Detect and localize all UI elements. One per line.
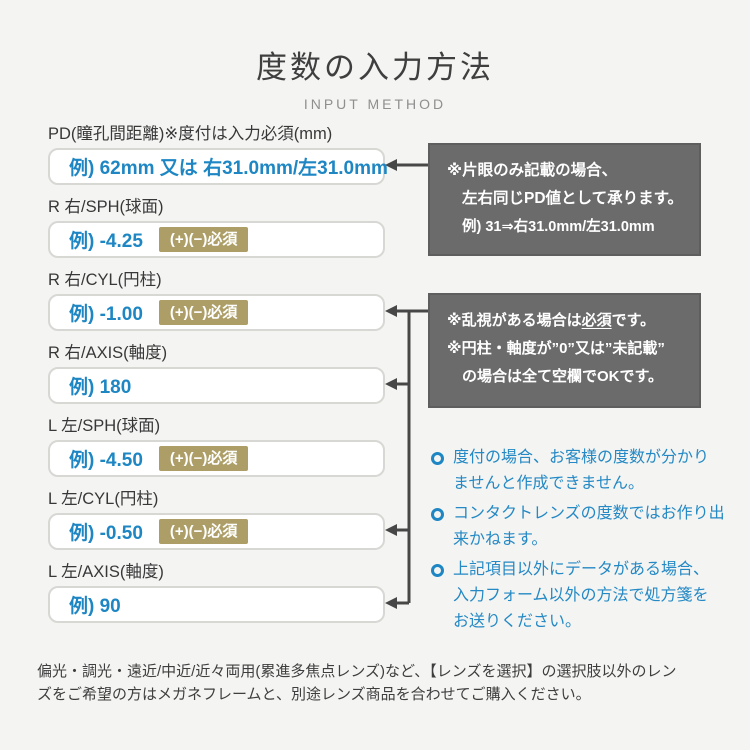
required-sign-badge: (+)(−)必須	[158, 446, 249, 471]
list-item: 度付の場合、お客様の度数が分かり ませんと作成できません。	[430, 445, 732, 497]
note-line: ※片眼のみ記載の場合、	[447, 162, 618, 179]
example-value: 例) -1.00	[69, 304, 143, 325]
note-line: ※円柱・軸度が”0”又は”未記載”	[447, 340, 665, 357]
example-input-box: 例) 180	[48, 367, 385, 404]
note-line: 例) 31⇒右31.0mm/左31.0mm	[462, 219, 655, 235]
example-input-box: 例) -1.00 (+)(−)必須	[48, 294, 385, 331]
note-box-cyl-axis: ※乱視がある場合は必須です。 ※円柱・軸度が”0”又は”未記載” の場合は全て空…	[428, 293, 701, 408]
example-input-box: 例) -0.50 (+)(−)必須	[48, 513, 385, 550]
example-input-box: 例) -4.50 (+)(−)必須	[48, 440, 385, 477]
note-line: 左右同じPD値として承ります。	[462, 190, 684, 207]
arrowhead-icon	[385, 305, 397, 317]
page-subtitle: INPUT METHOD	[303, 96, 447, 112]
example-input-box: 例) 90	[48, 586, 385, 623]
field-label: R 右/CYL(円柱)	[48, 271, 162, 289]
field-label: PD(瞳孔間距離)※度付は入力必須(mm)	[48, 125, 333, 143]
field-label: R 右/SPH(球面)	[48, 198, 164, 216]
required-sign-badge: (+)(−)必須	[158, 227, 249, 252]
form-row: R 右/AXIS(軸度) 例) 180	[48, 343, 385, 404]
field-label: L 左/AXIS(軸度)	[48, 563, 164, 581]
form-row: L 左/SPH(球面) 例) -4.50 (+)(−)必須	[48, 416, 385, 477]
form-row: R 右/CYL(円柱) 例) -1.00 (+)(−)必須	[48, 270, 385, 331]
field-label: L 左/SPH(球面)	[48, 417, 161, 435]
note-line: ※乱視がある場合は必須です。	[447, 312, 656, 329]
example-value: 例) 62mm 又は 右31.0mm/左31.0mm	[69, 158, 388, 179]
example-value: 例) 90	[69, 596, 121, 617]
underlined-text: 必須	[581, 312, 612, 329]
example-value: 例) -0.50	[69, 523, 143, 544]
field-label: L 左/CYL(円柱)	[48, 490, 159, 508]
required-sign-badge: (+)(−)必須	[158, 300, 249, 325]
header: 度数の入力方法 INPUT METHOD	[0, 42, 750, 112]
form-row: L 左/AXIS(軸度) 例) 90	[48, 562, 385, 623]
example-value: 例) 180	[69, 377, 132, 398]
note-box-pd: ※片眼のみ記載の場合、 左右同じPD値として承ります。 例) 31⇒右31.0m…	[428, 143, 701, 256]
form-row: PD(瞳孔間距離)※度付は入力必須(mm) 例) 62mm 又は 右31.0mm/…	[48, 124, 388, 185]
arrowhead-icon	[385, 597, 397, 609]
field-label: R 右/AXIS(軸度)	[48, 344, 168, 362]
caution-list: 度付の場合、お客様の度数が分かり ませんと作成できません。コンタクトレンズの度数…	[430, 445, 732, 639]
arrowhead-icon	[385, 378, 397, 390]
list-item: コンタクトレンズの度数ではお作り出 来かねます。	[430, 501, 732, 553]
required-sign-badge: (+)(−)必須	[158, 519, 249, 544]
example-input-box: 例) -4.25 (+)(−)必須	[48, 221, 385, 258]
example-input-box: 例) 62mm 又は 右31.0mm/左31.0mm	[48, 148, 388, 185]
example-value: 例) -4.25	[69, 231, 143, 252]
example-value: 例) -4.50	[69, 450, 143, 471]
page-title: 度数の入力方法	[256, 50, 494, 85]
form-row: L 左/CYL(円柱) 例) -0.50 (+)(−)必須	[48, 489, 385, 550]
footer-note: 偏光・調光・遠近/中近/近々両用(累進多焦点レンズ)など、【レンズを選択】の選択…	[37, 663, 677, 703]
list-item: 上記項目以外にデータがある場合、 入力フォーム以外の方法で処方箋を お送りくださ…	[430, 557, 732, 635]
form-row: R 右/SPH(球面) 例) -4.25 (+)(−)必須	[48, 197, 385, 258]
note-line: の場合は全て空欄でOKです。	[462, 368, 664, 385]
arrowhead-icon	[385, 524, 397, 536]
